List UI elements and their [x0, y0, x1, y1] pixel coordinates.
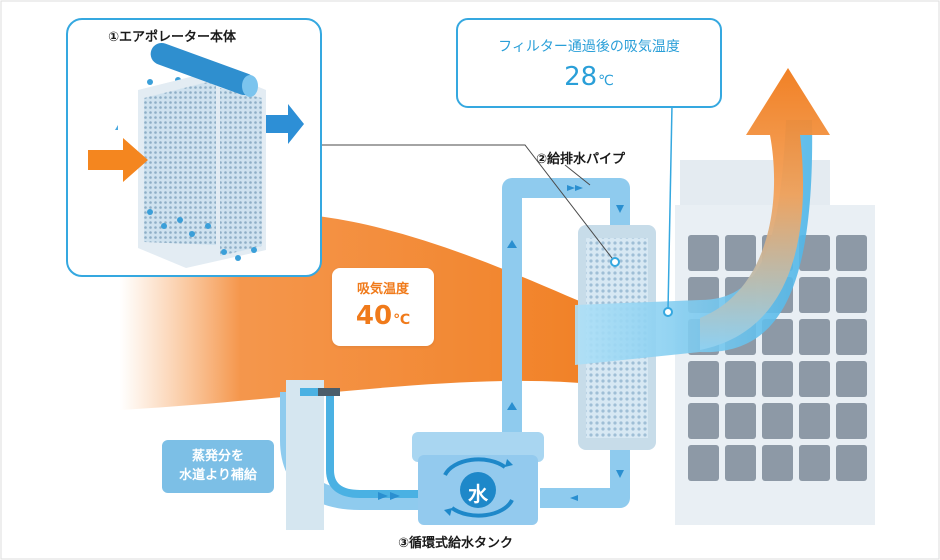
server-cell — [762, 403, 793, 439]
water-supply-line1: 蒸発分を — [191, 449, 244, 464]
callout-line-pipe — [564, 164, 591, 186]
server-cell — [725, 235, 756, 271]
water-supply-line2: 水道より補給 — [179, 468, 257, 483]
server-cell — [725, 445, 756, 481]
tank-water-badge: 水 — [468, 482, 488, 506]
server-cell — [688, 235, 719, 271]
callout-line-filter — [667, 104, 673, 311]
server-cell — [799, 361, 830, 397]
intake-arrow — [88, 138, 148, 182]
callout-line-evaporator — [318, 144, 616, 263]
server-cell — [762, 361, 793, 397]
server-cell — [799, 319, 830, 355]
evaporator-detail-panel — [66, 18, 322, 277]
supply-pipe — [150, 42, 256, 96]
intake-temp-value: 40 — [355, 301, 393, 331]
exhaust-arrow — [700, 68, 830, 350]
water-drops-bottom — [147, 209, 257, 261]
server-cell — [836, 361, 867, 397]
server-cell — [688, 403, 719, 439]
server-cell — [799, 403, 830, 439]
flow-arrows — [378, 185, 624, 501]
evaporator-label: ①エアポレーター本体 — [108, 30, 237, 45]
server-cell — [836, 403, 867, 439]
server-cell — [799, 235, 830, 271]
server-cell — [836, 235, 867, 271]
pipe-label: ②給排水パイプ — [536, 152, 626, 167]
server-cell — [799, 277, 830, 313]
filtered-temp-unit: ℃ — [598, 73, 614, 89]
server-cell — [836, 277, 867, 313]
server-cell — [762, 445, 793, 481]
tank-label: ③循環式給水タンク — [398, 536, 514, 551]
intake-temp-unit: ℃ — [393, 312, 411, 328]
pipe-stand — [286, 380, 324, 530]
server-cell — [688, 361, 719, 397]
evaporator-illustration — [88, 42, 304, 268]
water-supply-note: 蒸発分を 水道より補給 — [162, 440, 274, 493]
server-cell — [725, 361, 756, 397]
server-cell — [688, 445, 719, 481]
intake-temp-box: 吸気温度 40℃ — [332, 268, 434, 346]
filtered-temp-box: フィルター通過後の吸気温度 28℃ — [456, 18, 722, 108]
server-cell — [836, 319, 867, 355]
faucet — [318, 388, 340, 396]
filtered-temp-value: 28 — [564, 62, 598, 92]
server-cell — [836, 445, 867, 481]
filtered-temp-label: フィルター通過後の吸気温度 — [498, 39, 680, 55]
outlet-arrow — [266, 104, 304, 144]
water-tank — [412, 432, 544, 525]
server-cell — [725, 403, 756, 439]
server-cell — [799, 445, 830, 481]
intake-temp-label: 吸気温度 — [356, 282, 409, 297]
server-cell — [762, 319, 793, 355]
